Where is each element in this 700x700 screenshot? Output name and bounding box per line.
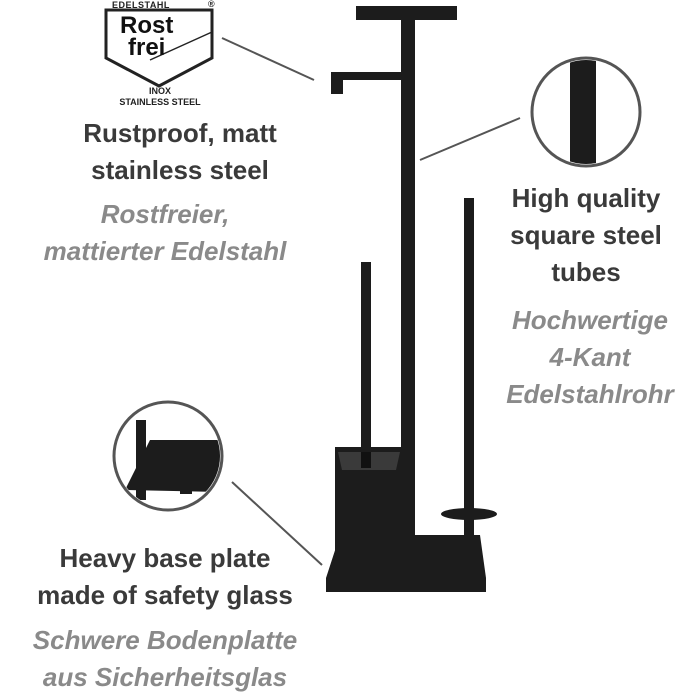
feature-2-de-line3: Edelstahlrohr (506, 379, 674, 409)
feature-1-german: Rostfreier, mattierter Edelstahl (10, 196, 320, 270)
feature-3-en-line1: Heavy base plate (59, 543, 271, 573)
feature-2-en-line1: High quality (511, 183, 661, 213)
paper-holder-arm (333, 72, 413, 80)
feature-3-en-line2: made of safety glass (37, 580, 293, 610)
feature-1-de-line1: Rostfreier, (100, 199, 230, 229)
feature-3-de-line2: aus Sicherheitsglas (42, 662, 288, 692)
feature-1-en-line1: Rustproof, matt (83, 118, 277, 148)
callout-line-base (231, 481, 323, 566)
main-post (401, 20, 415, 578)
base-plate (326, 535, 486, 592)
feature-2-german: Hochwertige 4-Kant Edelstahlrohr (490, 302, 690, 413)
logo-shield (104, 8, 214, 88)
logo-line2: frei (128, 34, 166, 61)
feature-2-en-line3: tubes (551, 257, 621, 287)
spare-roll-rod (464, 198, 474, 570)
feature-2-english: High quality square steel tubes (486, 180, 686, 291)
paper-holder-end (331, 72, 343, 94)
top-shelf (356, 6, 457, 20)
brush-handle (361, 262, 371, 462)
feature-2-en-line2: square steel (510, 220, 662, 250)
feature-2-de-line2: 4-Kant (549, 342, 631, 372)
logo-line1: Rost (120, 12, 174, 39)
feature-3-german: Schwere Bodenplatte aus Sicherheitsglas (5, 622, 325, 696)
feature-2-de-line1: Hochwertige (511, 305, 669, 335)
spare-roll-disc (441, 508, 497, 520)
feature-3-english: Heavy base plate made of safety glass (10, 540, 320, 614)
logo-sub1: INOX (148, 86, 171, 96)
feature-1-en-line2: stainless steel (91, 155, 269, 185)
callout-line-logo (221, 37, 315, 81)
logo-registered-mark: ® (208, 0, 216, 9)
feature-1-de-line2: mattierter Edelstahl (43, 236, 287, 266)
feature-1-english: Rustproof, matt stainless steel (30, 115, 330, 189)
logo-top-text: EDELSTAHL (112, 0, 170, 10)
callout-line-tube (419, 117, 521, 161)
logo-sub2: STAINLESS STEEL (119, 97, 201, 107)
feature-3-de-line1: Schwere Bodenplatte (32, 625, 298, 655)
